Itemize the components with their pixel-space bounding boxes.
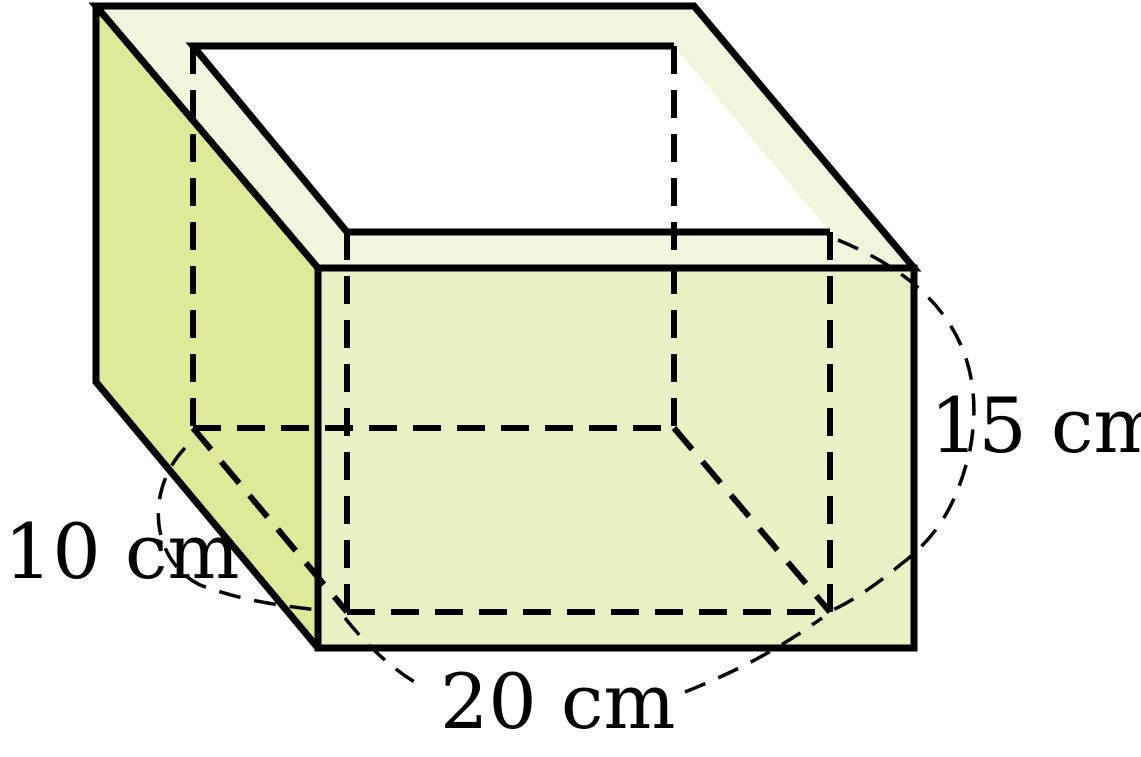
- box-opening: [193, 46, 830, 232]
- visible-edges: [88, 2, 922, 652]
- height-arc: [827, 238, 976, 614]
- depth-label: 10 cm: [4, 507, 240, 596]
- width-arc: [343, 616, 426, 690]
- front-face: [318, 268, 914, 648]
- width-label: 20 cm: [440, 657, 676, 746]
- hidden-edges: [190, 46, 833, 615]
- left-side-face: [96, 6, 318, 648]
- dimension-arcs: [156, 238, 976, 694]
- height-label: 15 cm: [930, 381, 1141, 470]
- depth-arc: [156, 446, 319, 612]
- width-arc-right: [684, 616, 824, 694]
